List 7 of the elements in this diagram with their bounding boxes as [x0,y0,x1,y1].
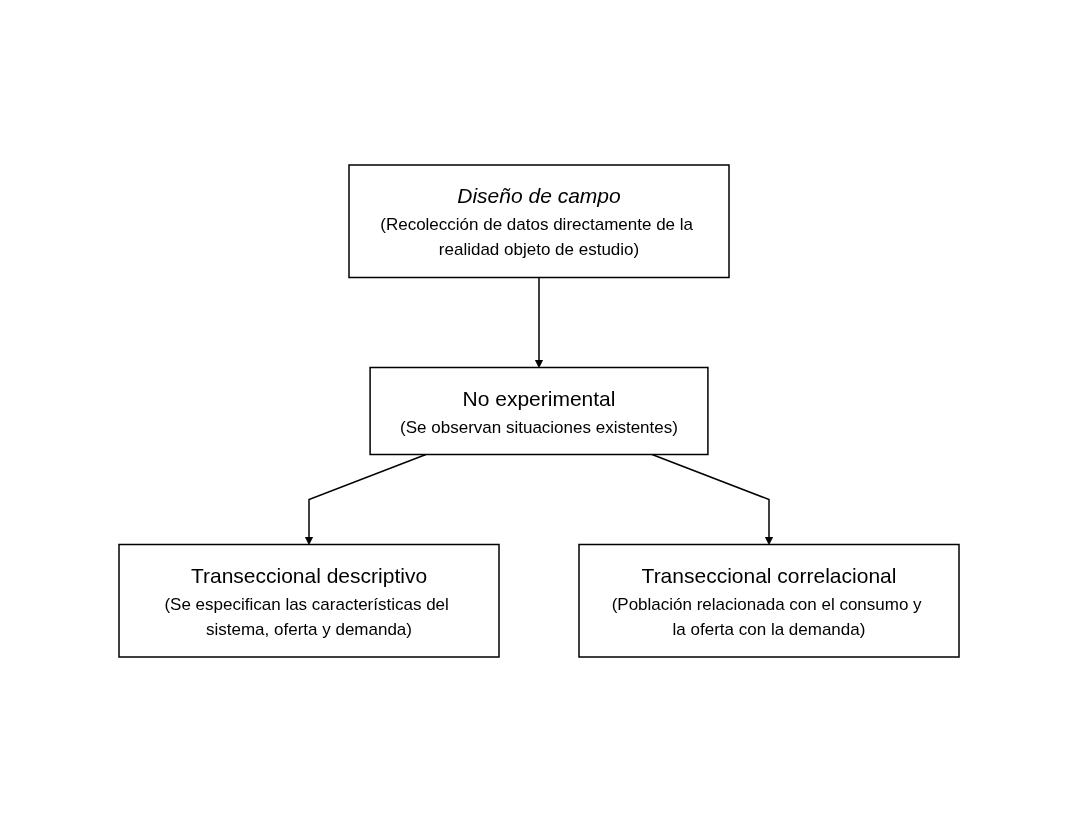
node-box: Diseño de campo (Recolección de datos directamente de la realidad objeto de estudio) [348,163,730,278]
arrow [304,453,427,545]
arrow [651,453,774,545]
node-box: Transeccional correlacional (Población relacionada con el consumo y la oferta con la demanda) [578,543,960,658]
node-box: No experimental (Se observan situaciones existentes) [369,366,709,455]
node-box: Transeccional descriptivo (Se especifican las características del sistema, oferta y demanda) [118,543,500,658]
arrow [534,276,544,368]
